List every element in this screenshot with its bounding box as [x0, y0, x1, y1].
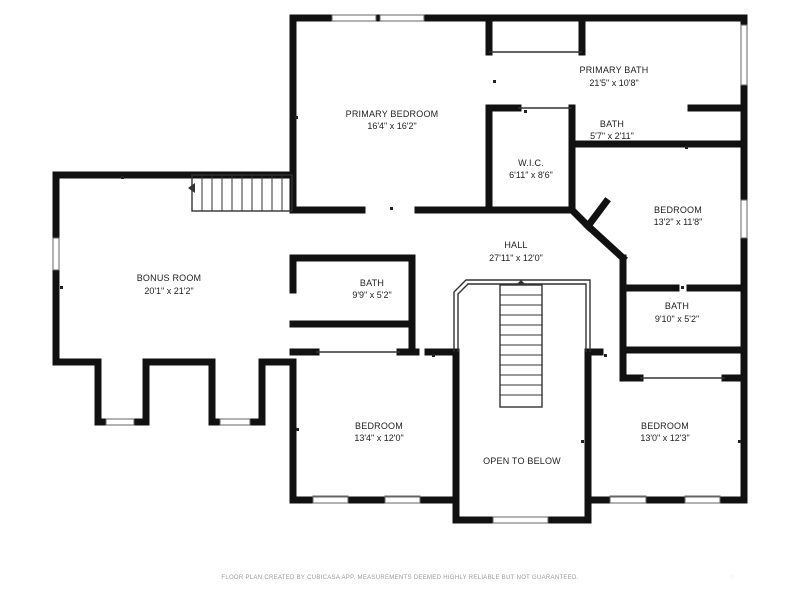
window: [740, 199, 748, 239]
room-dim-bath-east: 9'10" x 5'2": [655, 314, 699, 324]
window: [379, 14, 425, 22]
room-dim-bedroom-se: 13'0" x 12'3": [640, 433, 689, 443]
window: [331, 14, 377, 22]
window: [609, 496, 647, 504]
exterior-walls: [52, 14, 748, 524]
room-labels: PRIMARY BEDROOM 16'4" x 16'2" PRIMARY BA…: [137, 65, 703, 466]
window: [384, 496, 421, 504]
room-name-bedroom-se: BEDROOM: [641, 421, 689, 431]
window: [105, 418, 135, 426]
main-stairs: [499, 280, 543, 408]
window: [52, 237, 60, 271]
window: [312, 496, 349, 504]
room-dim-small-bath: 5'7" x 2'11": [590, 131, 634, 141]
room-name-small-bath: BATH: [600, 119, 624, 129]
room-name-hall: HALL: [504, 240, 527, 250]
room-dim-bedroom-ne: 13'2" x 11'8": [654, 217, 703, 227]
door-markers: [60, 80, 741, 443]
room-name-bonus-room: BONUS ROOM: [137, 273, 202, 283]
window: [219, 418, 251, 426]
room-dim-bedroom-sw: 13'4" x 12'0": [354, 433, 403, 443]
footer-disclaimer: FLOOR PLAN CREATED BY CUBICASA APP. MEAS…: [221, 575, 579, 581]
window: [684, 496, 721, 504]
thin-lines: [191, 51, 725, 379]
room-name-open-to-below: OPEN TO BELOW: [483, 456, 561, 466]
room-name-bedroom-sw: BEDROOM: [355, 421, 403, 431]
room-dim-primary-bath: 21'5" x 10'8": [589, 78, 638, 88]
room-name-bath-east: BATH: [665, 301, 689, 311]
room-name-bath-mid: BATH: [360, 278, 384, 288]
room-dim-bath-mid: 9'9" x 5'2": [352, 290, 391, 300]
room-name-wic: W.I.C.: [518, 158, 544, 168]
stair-railing: [453, 279, 591, 352]
window: [740, 24, 748, 86]
room-name-primary-bedroom: PRIMARY BEDROOM: [346, 109, 439, 119]
interior-walls: [289, 14, 748, 504]
room-dim-primary-bedroom: 16'4" x 16'2": [367, 121, 416, 131]
room-dim-wic: 6'11" x 8'6": [509, 170, 553, 180]
windows-overlay: [52, 14, 748, 524]
window: [492, 516, 549, 524]
bonus-stairs: [188, 175, 283, 211]
windows: [52, 14, 747, 523]
room-name-primary-bath: PRIMARY BATH: [580, 65, 649, 75]
watermark-logo: ○: [730, 574, 735, 581]
room-dim-bonus-room: 20'1" x 21'2": [144, 286, 193, 296]
room-dim-hall: 27'11" x 12'0": [489, 253, 543, 263]
room-name-bedroom-ne: BEDROOM: [654, 205, 702, 215]
